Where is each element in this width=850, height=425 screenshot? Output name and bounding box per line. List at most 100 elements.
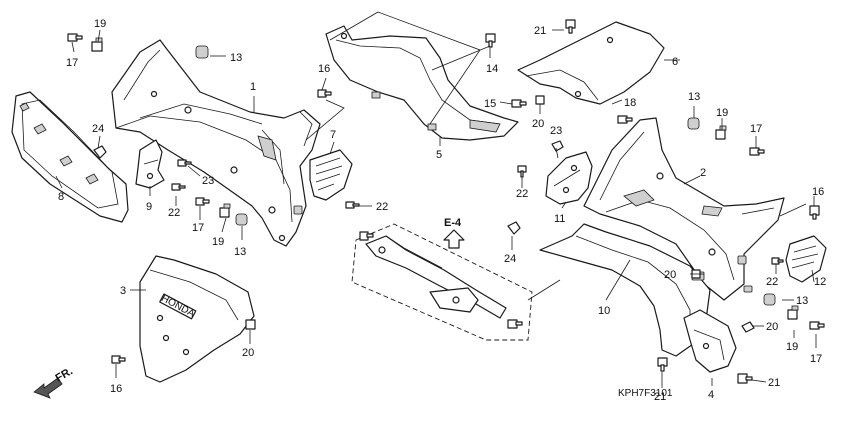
label-21c: 21	[768, 377, 780, 389]
label-16b: 16	[110, 383, 122, 395]
label-21: 21	[534, 25, 546, 37]
label-17b: 17	[192, 222, 204, 234]
collar-icon	[91, 37, 103, 52]
bolt-icon	[359, 231, 374, 241]
e4-arrow-icon	[443, 229, 465, 249]
bolt-icon	[195, 197, 210, 206]
part-11-bracket	[545, 151, 593, 205]
label-8: 8	[58, 191, 64, 203]
label-15: 15	[484, 98, 496, 110]
screw-icon	[345, 201, 360, 209]
label-5: 5	[436, 149, 442, 161]
bolt-icon	[111, 355, 126, 364]
label-22: 22	[168, 207, 180, 219]
part-7-grille	[309, 149, 353, 201]
screw-icon	[177, 159, 192, 167]
collar-icon	[787, 305, 799, 320]
part-2-right-cover	[583, 117, 785, 301]
label-19c: 19	[716, 107, 728, 119]
e4-bracket-group	[351, 223, 533, 341]
diagram-code: KPH7F3101	[618, 388, 673, 399]
label-14: 14	[486, 63, 498, 75]
bolt-icon	[749, 147, 765, 156]
label-13c: 13	[688, 91, 700, 103]
front-label: FR.	[54, 365, 75, 384]
part-9-bracket	[135, 139, 165, 189]
label-2: 2	[700, 167, 706, 179]
label-22d: 22	[766, 276, 778, 288]
clip-icon	[741, 321, 755, 333]
bolt-icon	[809, 205, 820, 220]
part-5-inner-panel	[325, 25, 519, 141]
front-arrow-icon	[33, 377, 63, 399]
label-18: 18	[624, 97, 636, 109]
clip-icon	[245, 319, 256, 330]
label-16c: 16	[812, 186, 824, 198]
label-20b: 20	[532, 118, 544, 130]
label-13b: 13	[234, 246, 246, 258]
label-11: 11	[554, 213, 565, 225]
part-12-grille	[785, 235, 827, 283]
clip-icon	[535, 95, 545, 105]
bolt-icon	[67, 33, 83, 42]
label-20d: 20	[766, 321, 778, 333]
screw-icon	[511, 99, 527, 108]
screw-icon	[171, 183, 186, 191]
label-17d: 17	[810, 353, 822, 365]
screw-icon	[771, 257, 784, 265]
grommet-icon	[763, 293, 776, 306]
label-7: 7	[330, 129, 336, 141]
clip-icon	[93, 145, 107, 159]
label-17: 17	[66, 57, 78, 69]
bolt-icon	[809, 321, 825, 330]
label-9: 9	[146, 201, 152, 213]
clip-icon	[551, 140, 564, 152]
label-19: 19	[94, 18, 106, 30]
label-13d: 13	[796, 295, 808, 307]
label-17c: 17	[750, 123, 762, 135]
part-1-front-cover	[111, 39, 321, 247]
label-21b: 21	[654, 391, 666, 403]
grommet-icon	[195, 45, 209, 59]
part-6-top-cover	[517, 21, 665, 105]
grommet-icon	[235, 213, 248, 226]
label-4: 4	[708, 389, 714, 401]
label-23: 23	[202, 175, 214, 187]
screw-icon	[517, 165, 527, 178]
hardware-icons	[67, 19, 825, 384]
label-20c: 20	[664, 269, 676, 281]
label-19d: 19	[786, 341, 798, 353]
grommet-icon	[687, 117, 700, 130]
bolt-icon	[485, 33, 496, 48]
label-24: 24	[92, 123, 104, 135]
part-3-front-lower-cover: HONDA	[139, 255, 255, 383]
leader-lines	[55, 11, 817, 388]
label-13: 13	[230, 52, 242, 64]
label-24b: 24	[504, 253, 516, 265]
e4-label: E-4	[444, 217, 462, 229]
label-3: 3	[120, 285, 126, 297]
clip-icon	[507, 221, 521, 235]
bolt-icon	[657, 357, 668, 372]
label-20: 20	[242, 347, 254, 359]
label-1: 1	[250, 81, 256, 93]
label-6: 6	[672, 56, 678, 68]
part-4-lower-panel	[683, 309, 737, 373]
part-labels: 19 17 13 1 16 24 8 9 23 22 17 19 13 7 22…	[58, 18, 826, 403]
label-12: 12	[814, 276, 826, 288]
bolt-icon	[317, 89, 332, 98]
collar-icon	[219, 203, 231, 218]
label-22c: 22	[516, 188, 528, 200]
bolt-icon	[737, 373, 753, 384]
part-8-inner-panel	[11, 91, 129, 223]
collar-icon	[715, 125, 727, 140]
label-16: 16	[318, 63, 330, 75]
label-10: 10	[598, 305, 610, 317]
bolt-icon	[565, 19, 576, 34]
bolt-icon	[507, 319, 523, 329]
label-22b: 22	[376, 201, 388, 213]
label-19b: 19	[212, 236, 224, 248]
bolt-icon	[617, 115, 633, 124]
label-23b: 23	[550, 125, 562, 137]
